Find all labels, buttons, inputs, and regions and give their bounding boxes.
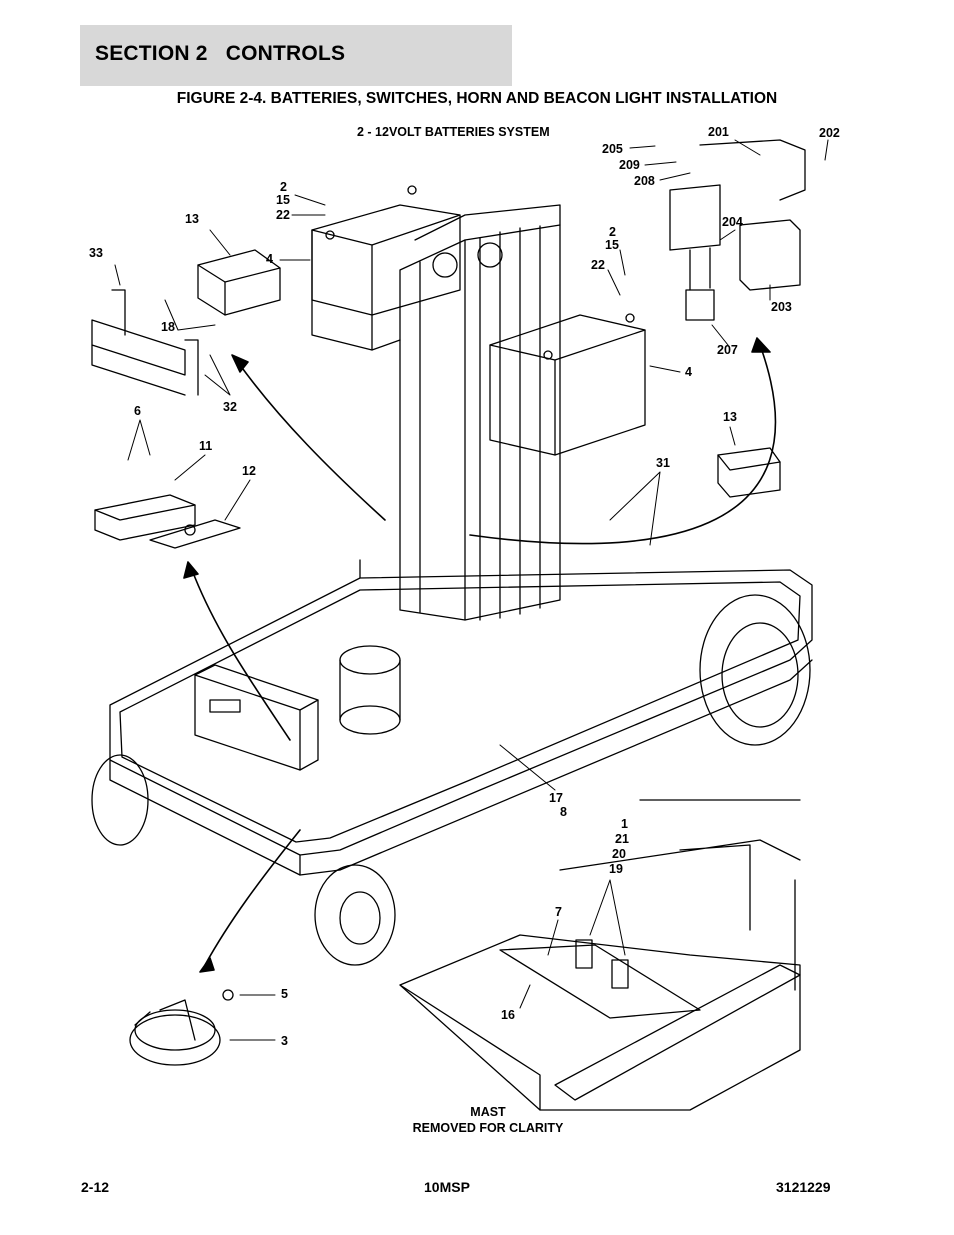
bracket-assembly (669, 139, 806, 321)
section-header-band (80, 25, 512, 86)
callout-2-upper: 2 (280, 180, 287, 194)
beacon-light (129, 989, 234, 1066)
callout-19: 19 (609, 862, 623, 876)
reference-arrows (183, 337, 777, 973)
callout-20: 20 (612, 847, 626, 861)
system-label: 2 - 12VOLT BATTERIES SYSTEM (357, 125, 550, 139)
callout-204: 204 (722, 215, 743, 229)
battery-upper (311, 185, 461, 351)
callout-31: 31 (656, 456, 670, 470)
terminal-block (94, 494, 241, 549)
callout-1: 1 (621, 817, 628, 831)
callout-209: 209 (619, 158, 640, 172)
wheels (91, 594, 811, 966)
callout-2-right: 2 (609, 225, 616, 239)
callout-3: 3 (281, 1034, 288, 1048)
page-number: 2-12 (81, 1179, 110, 1195)
callout-201: 201 (708, 125, 729, 139)
mast-column (399, 204, 561, 621)
callout-15-upper: 15 (276, 193, 290, 207)
section-title: SECTION 2 CONTROLS (95, 42, 346, 65)
callout-13-upper: 13 (185, 212, 199, 226)
note-mast: MAST (470, 1105, 506, 1119)
document-number: 3121229 (776, 1179, 831, 1195)
callout-208: 208 (634, 174, 655, 188)
callout-32: 32 (223, 400, 237, 414)
callout-4-right: 4 (685, 365, 692, 379)
chassis-base (109, 559, 813, 876)
callout-13-right: 13 (723, 410, 737, 424)
callout-33: 33 (89, 246, 103, 260)
callout-202: 202 (819, 126, 840, 140)
horn-module-upper (197, 249, 281, 316)
callout-22-right: 22 (591, 258, 605, 272)
mount-bracket (91, 289, 199, 396)
callout-22-upper: 22 (276, 208, 290, 222)
callout-7: 7 (555, 905, 562, 919)
callout-5: 5 (281, 987, 288, 1001)
pump-motor (339, 645, 401, 735)
callout-4-upper: 4 (266, 252, 273, 266)
callout-15-right: 15 (605, 238, 619, 252)
leader-lines (114, 139, 829, 1041)
callout-17: 17 (549, 791, 563, 805)
callout-12: 12 (242, 464, 256, 478)
callout-16: 16 (501, 1008, 515, 1022)
callout-6: 6 (134, 404, 141, 418)
battery-lower (489, 313, 646, 456)
callout-18: 18 (161, 320, 175, 334)
callout-21: 21 (615, 832, 629, 846)
controller-box (194, 664, 319, 771)
model-name: 10MSP (424, 1179, 470, 1195)
figure-title: FIGURE 2-4. BATTERIES, SWITCHES, HORN AN… (176, 90, 778, 107)
callout-8: 8 (560, 805, 567, 819)
callout-11: 11 (199, 439, 213, 453)
callout-203: 203 (771, 300, 792, 314)
lower-base-tray (399, 799, 801, 1111)
horn-module-right (717, 447, 781, 498)
callout-205: 205 (602, 142, 623, 156)
callout-207: 207 (717, 343, 738, 357)
note-removed-for-clarity: REMOVED FOR CLARITY (412, 1121, 564, 1135)
